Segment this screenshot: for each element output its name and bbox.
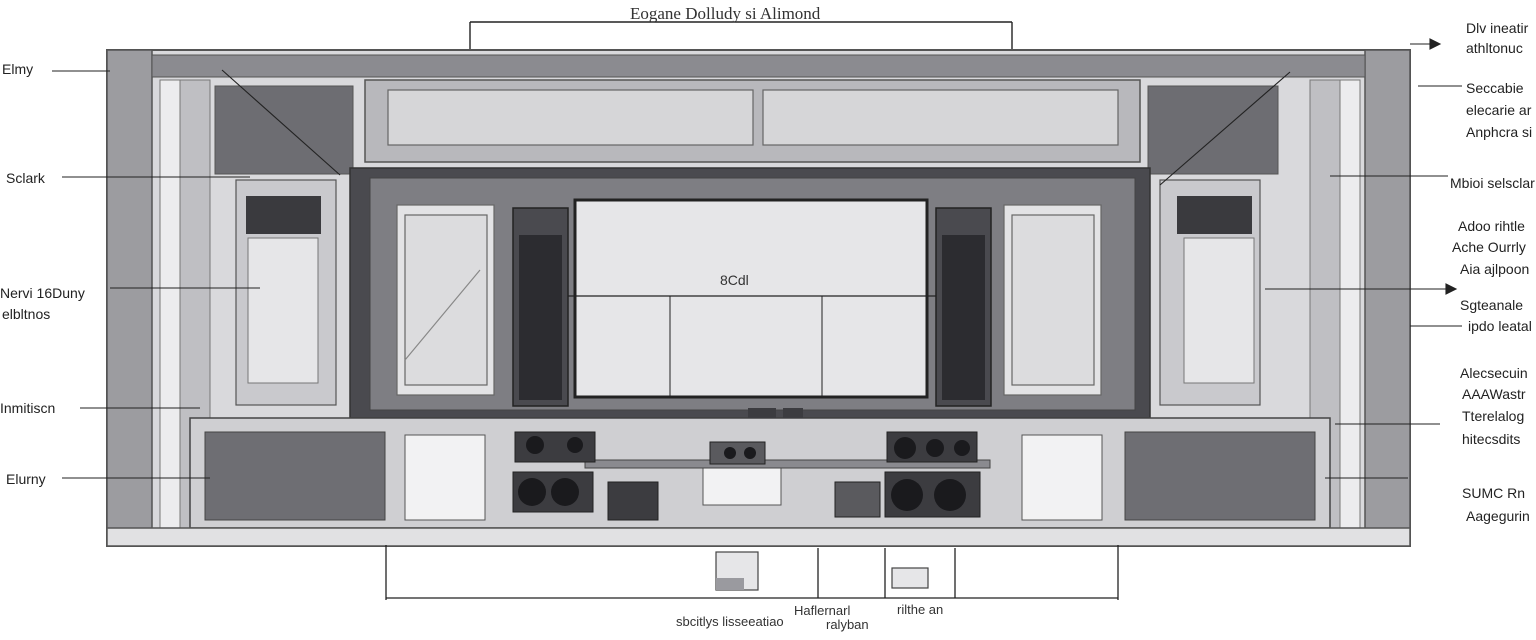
right-label-13: AAAWastr xyxy=(1462,386,1526,402)
tower-speaker-right xyxy=(935,207,992,407)
right-label-2: athltonuc xyxy=(1466,40,1523,56)
right-label-9: Aia ajlpoon xyxy=(1460,261,1530,277)
floor-base xyxy=(106,527,1411,547)
right-label-1: Dlv ineatir xyxy=(1466,20,1529,36)
bottom-label-2: Haflernarl xyxy=(794,603,851,618)
right-label-14: Tterelalog xyxy=(1462,408,1525,424)
tower-speaker-left xyxy=(512,207,569,407)
top-dimension-bracket xyxy=(469,21,1013,50)
screen-label: 8Cdl xyxy=(720,272,749,288)
right-label-6: Mbioi selsclar xyxy=(1450,175,1535,191)
console-speakers xyxy=(512,408,981,521)
left-label-6: Elurny xyxy=(6,471,46,487)
right-label-10: Sgteanale xyxy=(1460,297,1524,313)
right-label-5: Anphcra si xyxy=(1466,124,1533,140)
diagram-title: Eogane Dolludy si Alimond xyxy=(630,4,821,23)
left-label-3: Nervi 16Duny xyxy=(0,285,85,301)
right-label-11: ipdo leatal xyxy=(1468,318,1532,334)
bottom-label-1: sbcitlys lisseeatiao xyxy=(676,614,784,629)
bottom-label-4: rilthe an xyxy=(897,602,944,617)
inner-panels xyxy=(396,204,1102,396)
right-label-16: SUMC Rn xyxy=(1462,485,1526,501)
left-label-1: Elmy xyxy=(2,61,34,77)
right-label-8: Ache Ourrly xyxy=(1452,239,1526,255)
bottom-device-icons xyxy=(715,551,929,591)
right-label-7: Adoo rihtle xyxy=(1458,218,1525,234)
wall-speaker-left xyxy=(235,179,337,406)
left-label-4: elbltnos xyxy=(2,306,51,322)
right-leader-lines xyxy=(1265,38,1462,479)
projection-screen xyxy=(530,198,960,399)
right-label-15: hitecsdits xyxy=(1462,431,1521,447)
right-label-4: elecarie ar xyxy=(1466,102,1532,118)
left-label-5: Inmitiscn xyxy=(0,400,56,416)
media-console xyxy=(189,417,1331,529)
left-leader-lines xyxy=(52,69,1291,479)
right-label-17: Aagegurin xyxy=(1466,508,1530,524)
left-label-2: Sclark xyxy=(6,170,45,186)
bottom-dimension-bracket xyxy=(385,545,1119,600)
bottom-label-3: ralyban xyxy=(826,617,869,632)
upper-valance xyxy=(214,79,1279,175)
right-label-12: Alecsecuin xyxy=(1460,365,1528,381)
right-label-3: Seccabie xyxy=(1466,80,1524,96)
wall-speaker-right xyxy=(1159,179,1261,406)
